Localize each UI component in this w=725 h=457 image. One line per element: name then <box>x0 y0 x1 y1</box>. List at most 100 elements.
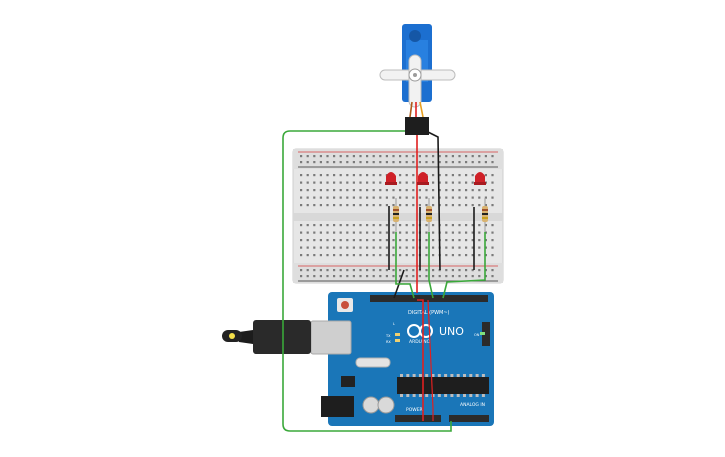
breadboard-hole <box>399 239 402 242</box>
breadboard-hole <box>352 275 355 278</box>
breadboard-hole <box>359 181 362 184</box>
breadboard-hole <box>491 181 494 184</box>
breadboard-hole <box>484 239 487 242</box>
servo-motor[interactable] <box>379 24 456 135</box>
breadboard-hole <box>379 161 382 164</box>
breadboard-hole <box>313 246 316 249</box>
arduino-board[interactable]: UNO ARDUINO DIGITAL (PWM~) POWER ANALOG … <box>310 292 494 426</box>
breadboard-hole <box>458 269 461 272</box>
breadboard-hole <box>425 196 428 199</box>
breadboard-hole <box>300 155 303 158</box>
breadboard-hole <box>339 269 342 272</box>
breadboard-hole <box>346 246 349 249</box>
breadboard-hole <box>484 246 487 249</box>
icsp-header <box>482 322 490 346</box>
chip-pin <box>437 394 441 397</box>
rx-led <box>395 339 400 342</box>
breadboard-hole <box>359 204 362 207</box>
breadboard-hole <box>458 204 461 207</box>
chip-pin <box>412 394 416 397</box>
breadboard-hole <box>326 224 329 227</box>
breadboard-hole <box>379 174 382 177</box>
breadboard-hole <box>352 239 355 242</box>
breadboard-hole <box>366 254 369 257</box>
breadboard-hole <box>418 196 421 199</box>
wires <box>282 130 486 432</box>
breadboard-hole <box>319 246 322 249</box>
breadboard-hole <box>326 239 329 242</box>
breadboard-hole <box>352 246 355 249</box>
breadboard-hole <box>359 254 362 257</box>
breadboard-hole <box>445 189 448 192</box>
breadboard-hole <box>471 174 474 177</box>
breadboard-hole <box>339 275 342 278</box>
breadboard-hole <box>346 174 349 177</box>
breadboard-hole <box>326 189 329 192</box>
breadboard-hole <box>425 231 428 234</box>
breadboard-hole <box>418 269 421 272</box>
breadboard-hole <box>379 181 382 184</box>
breadboard-hole <box>399 246 402 249</box>
resistor-2[interactable] <box>426 198 432 232</box>
breadboard-hole <box>412 269 415 272</box>
usb-cable[interactable] <box>222 320 311 354</box>
digital-header <box>370 295 488 302</box>
breadboard-hole <box>399 224 402 227</box>
breadboard-hole <box>385 204 388 207</box>
breadboard-hole <box>346 224 349 227</box>
led-2[interactable] <box>417 172 429 185</box>
breadboard-hole <box>300 254 303 257</box>
breadboard-hole <box>359 246 362 249</box>
led-3[interactable] <box>474 172 486 185</box>
breadboard-hole <box>352 224 355 227</box>
breadboard-hole <box>379 189 382 192</box>
breadboard-hole <box>372 204 375 207</box>
breadboard-hole <box>346 155 349 158</box>
breadboard-hole <box>306 231 309 234</box>
breadboard-hole <box>491 196 494 199</box>
breadboard-hole <box>306 174 309 177</box>
breadboard-hole <box>465 189 468 192</box>
breadboard-hole <box>385 161 388 164</box>
breadboard-hole <box>451 174 454 177</box>
breadboard-hole <box>385 224 388 227</box>
breadboard-hole <box>465 239 468 242</box>
breadboard-hole <box>313 275 316 278</box>
breadboard-hole <box>471 189 474 192</box>
breadboard-hole <box>339 196 342 199</box>
breadboard-hole <box>445 246 448 249</box>
breadboard-hole <box>372 161 375 164</box>
breadboard-hole <box>432 161 435 164</box>
breadboard-hole <box>306 204 309 207</box>
breadboard-hole <box>491 155 494 158</box>
breadboard-hole <box>445 224 448 227</box>
breadboard-hole <box>458 254 461 257</box>
breadboard-hole <box>471 204 474 207</box>
breadboard-hole <box>418 189 421 192</box>
led-1[interactable] <box>385 172 397 185</box>
breadboard-hole <box>326 231 329 234</box>
breadboard-hole <box>313 254 316 257</box>
breadboard-hole <box>379 269 382 272</box>
breadboard-hole <box>445 174 448 177</box>
breadboard-hole <box>372 246 375 249</box>
breadboard-hole <box>438 269 441 272</box>
breadboard-hole <box>432 239 435 242</box>
resistor-1[interactable] <box>393 198 399 232</box>
breadboard-hole <box>425 155 428 158</box>
breadboard-hole <box>372 269 375 272</box>
breadboard-hole <box>346 254 349 257</box>
power-label: POWER <box>406 407 423 413</box>
breadboard-hole <box>405 189 408 192</box>
breadboard-hole <box>445 239 448 242</box>
breadboard-hole <box>313 196 316 199</box>
breadboard-hole <box>432 189 435 192</box>
power-jack <box>321 396 354 417</box>
resistor-3[interactable] <box>482 198 488 232</box>
breadboard-hole <box>300 181 303 184</box>
breadboard-hole <box>326 161 329 164</box>
breadboard-hole <box>372 189 375 192</box>
breadboard-hole <box>445 269 448 272</box>
breadboard-hole <box>385 254 388 257</box>
breadboard-hole <box>313 161 316 164</box>
